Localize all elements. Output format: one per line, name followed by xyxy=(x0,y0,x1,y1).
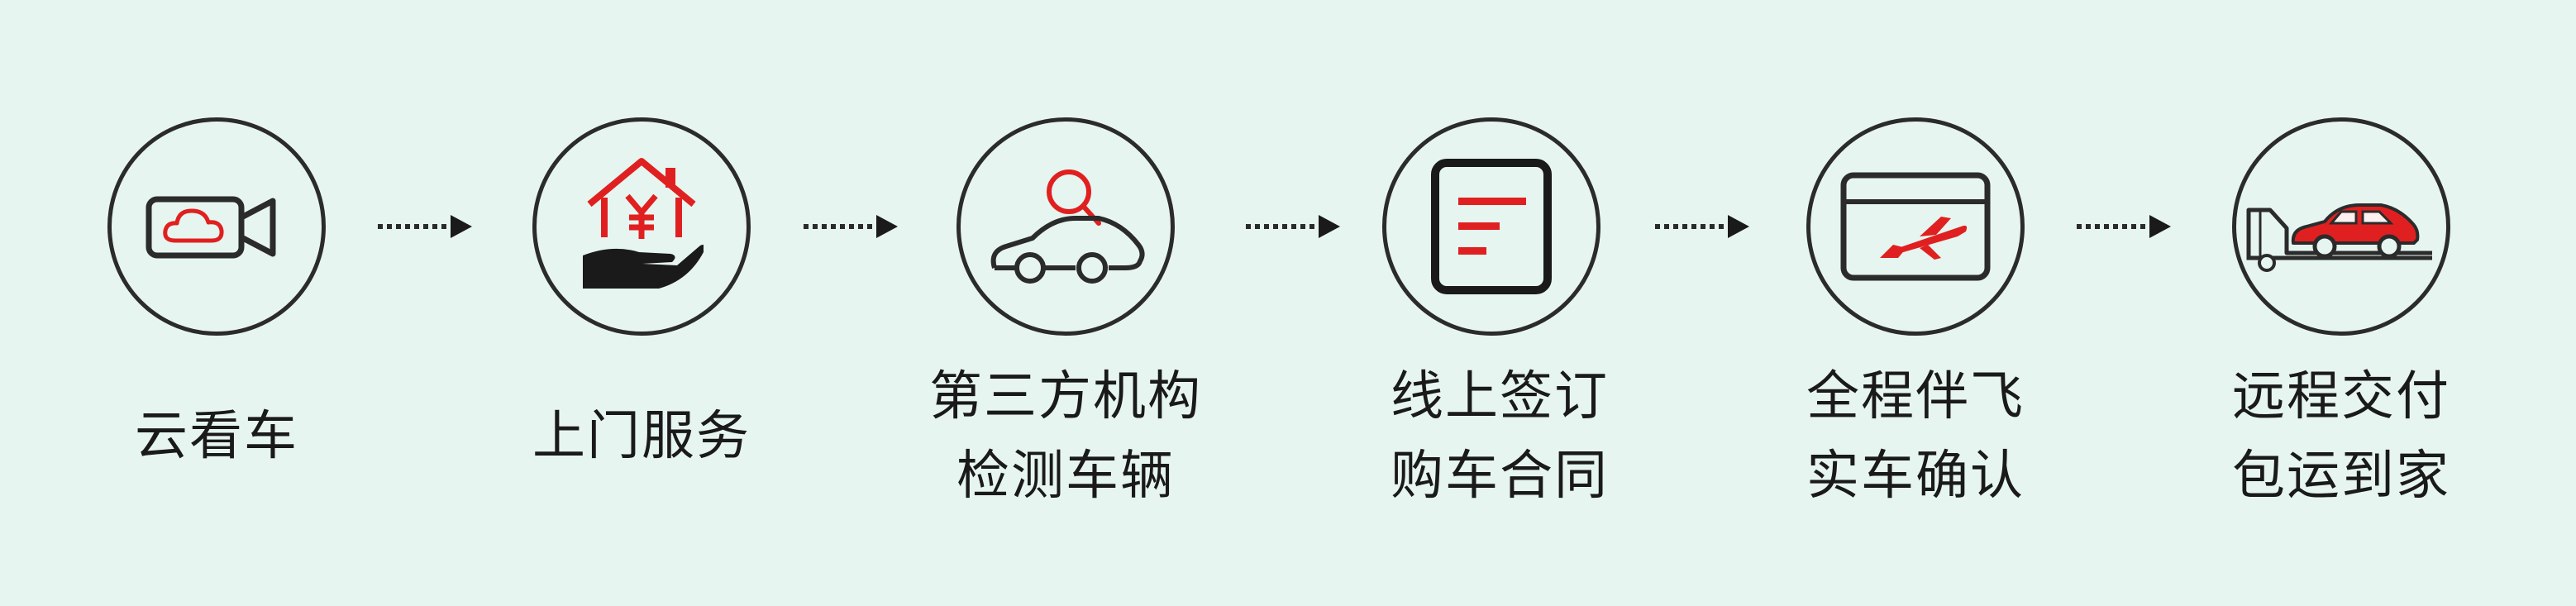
step-6-label: 远程交付 包运到家 xyxy=(2168,357,2515,516)
step-5-label-line-2: 实车确认 xyxy=(1806,446,2025,507)
step-5-label: 全程伴飞 实车确认 xyxy=(1742,357,2089,516)
step-1-label-line-1: 云看车 xyxy=(135,406,298,467)
step-4-to-5-arrow xyxy=(1655,215,1749,238)
car-magnifier-icon xyxy=(990,169,1145,284)
step-5-to-6-arrow xyxy=(2077,215,2171,238)
step-2-icon-circle xyxy=(532,117,751,336)
step-4-label-line-1: 线上签订 xyxy=(1391,366,1609,427)
step-4-icon-circle xyxy=(1382,117,1600,336)
house-yen-hand-icon xyxy=(583,158,704,289)
step-1-to-2-arrow xyxy=(378,215,472,238)
step-6-label-line-2: 包运到家 xyxy=(2232,446,2450,507)
step-2-to-3-arrow xyxy=(804,215,898,238)
step-3-label: 第三方机构 检测车辆 xyxy=(892,357,1239,516)
step-6-icon-circle xyxy=(2232,117,2450,336)
tow-truck-car-icon xyxy=(2246,203,2432,272)
step-5-label-line-1: 全程伴飞 xyxy=(1806,366,2025,427)
contract-document-icon xyxy=(1431,159,1552,294)
flight-ticket-icon xyxy=(1840,172,1991,281)
step-5-icon-circle xyxy=(1806,117,2025,336)
step-6-label-line-1: 远程交付 xyxy=(2232,366,2450,427)
step-2-label: 上门服务 xyxy=(468,397,815,476)
step-1-label: 云看车 xyxy=(43,397,390,476)
step-4-label-line-2: 购车合同 xyxy=(1391,446,1609,507)
step-3-icon-circle xyxy=(956,117,1175,336)
step-3-label-line-1: 第三方机构 xyxy=(929,366,1202,427)
video-camera-cloud-icon xyxy=(145,196,276,259)
step-4-label: 线上签订 购车合同 xyxy=(1326,357,1673,516)
step-1-icon-circle xyxy=(107,117,326,336)
step-3-to-4-arrow xyxy=(1246,215,1340,238)
step-3-label-line-2: 检测车辆 xyxy=(956,446,1175,507)
step-2-label-line-1: 上门服务 xyxy=(532,406,751,467)
